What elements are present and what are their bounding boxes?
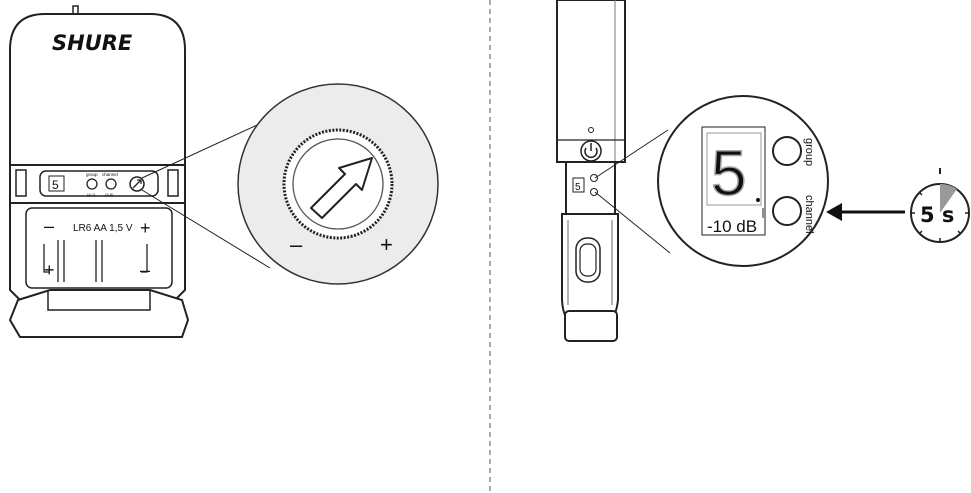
battery-panel — [25, 207, 173, 289]
zoom-display-digit: 5 — [711, 137, 747, 209]
mini-group-button[interactable] — [590, 174, 598, 182]
brand-logo: SHURE — [52, 31, 133, 55]
battery-spec-label: LR6 AA 1,5 V — [73, 223, 133, 234]
grip-slot-inner — [579, 243, 597, 277]
zoom-callout-line-top-right — [594, 129, 669, 179]
zoom-channel-button[interactable] — [772, 196, 802, 226]
zoom-display-screen — [706, 132, 762, 206]
zoom-group-button[interactable] — [772, 136, 802, 166]
group-sub-label: (4-1) — [87, 192, 96, 197]
channel-display — [48, 175, 65, 192]
channel-label-small: channel — [102, 172, 118, 177]
mini-channel-button[interactable] — [590, 188, 598, 196]
handle-cap — [564, 310, 618, 342]
level-label: -10 dB — [707, 217, 757, 236]
belt-clip — [8, 289, 190, 338]
mini-display-digit: 5 — [575, 182, 581, 193]
power-icon[interactable] — [580, 140, 602, 162]
timer-ticks — [911, 192, 969, 242]
battery-slot-left — [57, 240, 65, 282]
handle-upper — [556, 0, 626, 163]
handheld-transmitter: 5 — [556, 0, 626, 342]
zoom-callout-line-top — [141, 119, 269, 179]
zoom-group-label: group — [803, 138, 815, 166]
handheld-display-zoom: 5 -10 dB group channel — [657, 95, 829, 267]
belt-clip-inner — [47, 290, 151, 311]
channel-sub-label: (3-8) — [105, 192, 114, 197]
arrow-icon — [310, 157, 373, 219]
zoom-callout-line-bottom-right — [594, 191, 671, 254]
control-panel — [39, 170, 159, 197]
battery-bracket-left — [43, 244, 50, 273]
grip-side-lines — [567, 220, 613, 305]
battery-slot-right — [95, 240, 103, 282]
bodypack-transmitter: SHURE 5 group channel (4-1) (3-8) LR6 AA… — [8, 5, 190, 338]
zoom-plus-label: + — [380, 232, 393, 257]
zoom-dot — [756, 198, 760, 202]
zoom-channel-label: channel — [803, 195, 815, 234]
timer-icon: 5 s — [910, 168, 970, 243]
timer-label: 5 s — [920, 203, 954, 227]
group-label-small: group — [86, 172, 98, 177]
channel-button[interactable] — [105, 178, 117, 190]
battery-bracket-right — [141, 244, 148, 273]
press-arrow — [826, 203, 905, 221]
battery-plus-top: + — [140, 218, 151, 238]
zoom-minus-label: – — [290, 232, 303, 257]
zoom-callout-line-bottom — [141, 189, 271, 269]
gain-knob-zoom: – + — [237, 83, 439, 285]
group-button[interactable] — [86, 178, 98, 190]
bodypack-upper-body — [9, 13, 186, 166]
side-clip-right — [167, 169, 179, 197]
side-clip-left — [15, 169, 27, 197]
battery-minus-bottom: – — [140, 260, 150, 280]
battery-minus-top: – — [44, 216, 54, 236]
channel-display-digit: 5 — [52, 178, 59, 192]
mini-display — [572, 177, 585, 193]
gain-knob-icon[interactable] — [129, 176, 145, 192]
timer-wedge — [940, 183, 957, 213]
power-led — [588, 127, 594, 133]
battery-plus-bottom: + — [44, 260, 55, 280]
